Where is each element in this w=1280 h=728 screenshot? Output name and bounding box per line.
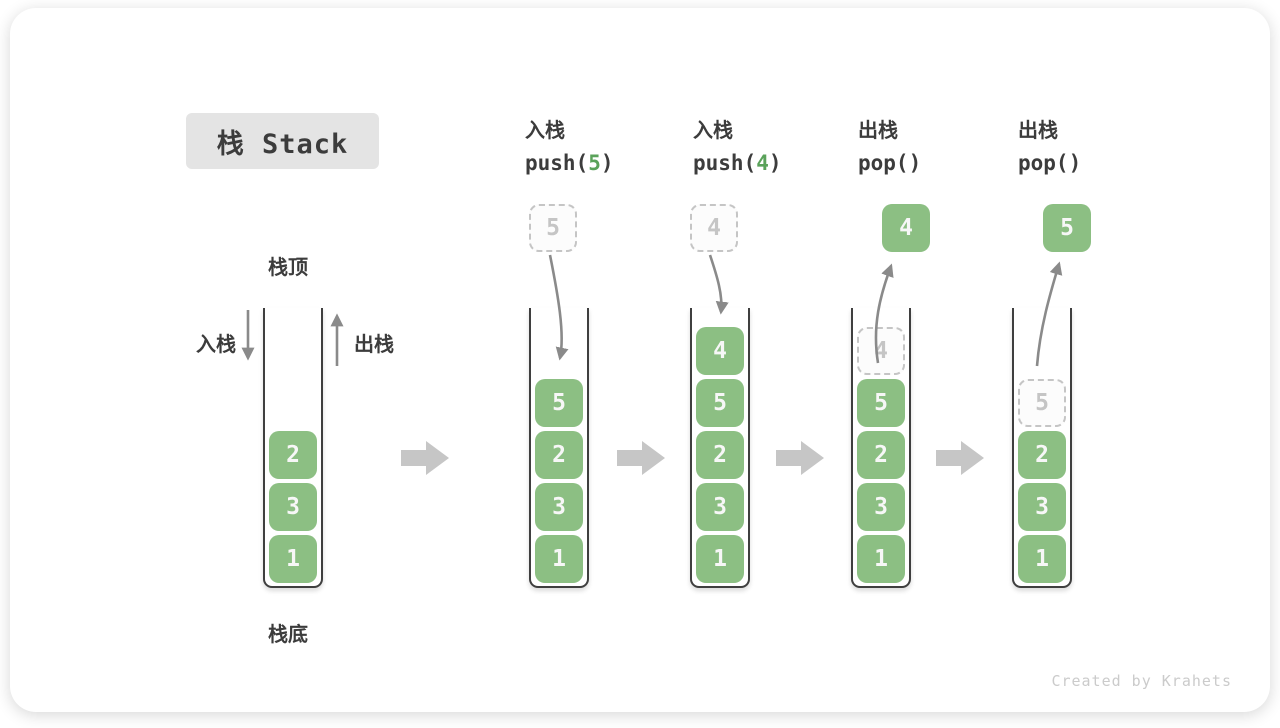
stack-item: 1: [535, 535, 583, 583]
stack-item: 5: [535, 379, 583, 427]
column-header-pop-4: 出栈 pop(): [858, 114, 921, 175]
column-op-code: push(5): [525, 151, 614, 175]
column-header-push-4: 入栈 push(4): [693, 114, 782, 175]
stack-item: 2: [269, 431, 317, 479]
title-badge: 栈 Stack: [186, 113, 379, 169]
column-header-pop-5: 出栈 pop(): [1018, 114, 1081, 175]
next-state-arrow-icon: [401, 441, 449, 475]
column-op-label: 出栈: [858, 120, 898, 142]
column-op-code: pop(): [1018, 151, 1081, 175]
code-part: 5: [588, 151, 601, 175]
code-part: 4: [756, 151, 769, 175]
column-header-push-5: 入栈 push(5): [525, 114, 614, 175]
stack-item: 2: [535, 431, 583, 479]
next-state-arrow-icon: [617, 441, 665, 475]
pop-direction-label: 出栈: [354, 334, 394, 356]
stack-item: 5: [857, 379, 905, 427]
stack-item: 4: [696, 327, 744, 375]
stack-item: 1: [269, 535, 317, 583]
code-part: ): [908, 151, 922, 175]
stack-item: 2: [696, 431, 744, 479]
code-part: pop(: [1018, 151, 1069, 175]
stack-top-label: 栈顶: [268, 257, 308, 279]
push-flow-arrow: [708, 254, 729, 315]
code-part: ): [1068, 151, 1082, 175]
incoming-value-box: 4: [690, 204, 738, 252]
stack-item: 3: [696, 483, 744, 531]
stack-slot-ghost: 5: [1018, 379, 1066, 427]
next-state-arrow-icon: [776, 441, 824, 475]
code-part: push(: [525, 151, 589, 175]
incoming-value-box: 5: [529, 204, 577, 252]
popped-value-box: 5: [1043, 204, 1091, 252]
stack-slot-ghost: 4: [857, 327, 905, 375]
column-op-code: push(4): [693, 151, 782, 175]
stack-item: 3: [269, 483, 317, 531]
column-op-label: 出栈: [1018, 120, 1058, 142]
push-direction-label: 入栈: [196, 334, 236, 356]
column-op-code: pop(): [858, 151, 921, 175]
stack-item: 1: [1018, 535, 1066, 583]
code-part: push(: [693, 151, 757, 175]
stack-item: 3: [1018, 483, 1066, 531]
code-part: ): [768, 151, 782, 175]
column-op-label: 入栈: [693, 120, 733, 142]
stack-item: 1: [696, 535, 744, 583]
popped-value-box: 4: [882, 204, 930, 252]
stack-item: 5: [696, 379, 744, 427]
stack-item: 2: [1018, 431, 1066, 479]
stack-item: 1: [857, 535, 905, 583]
watermark: Created by Krahets: [1051, 672, 1232, 690]
stack-item: 3: [857, 483, 905, 531]
next-state-arrow-icon: [936, 441, 984, 475]
stack-item: 3: [535, 483, 583, 531]
code-part: ): [600, 151, 614, 175]
stack-bottom-label: 栈底: [268, 624, 308, 646]
stack-item: 2: [857, 431, 905, 479]
code-part: pop(: [858, 151, 909, 175]
column-op-label: 入栈: [525, 120, 565, 142]
